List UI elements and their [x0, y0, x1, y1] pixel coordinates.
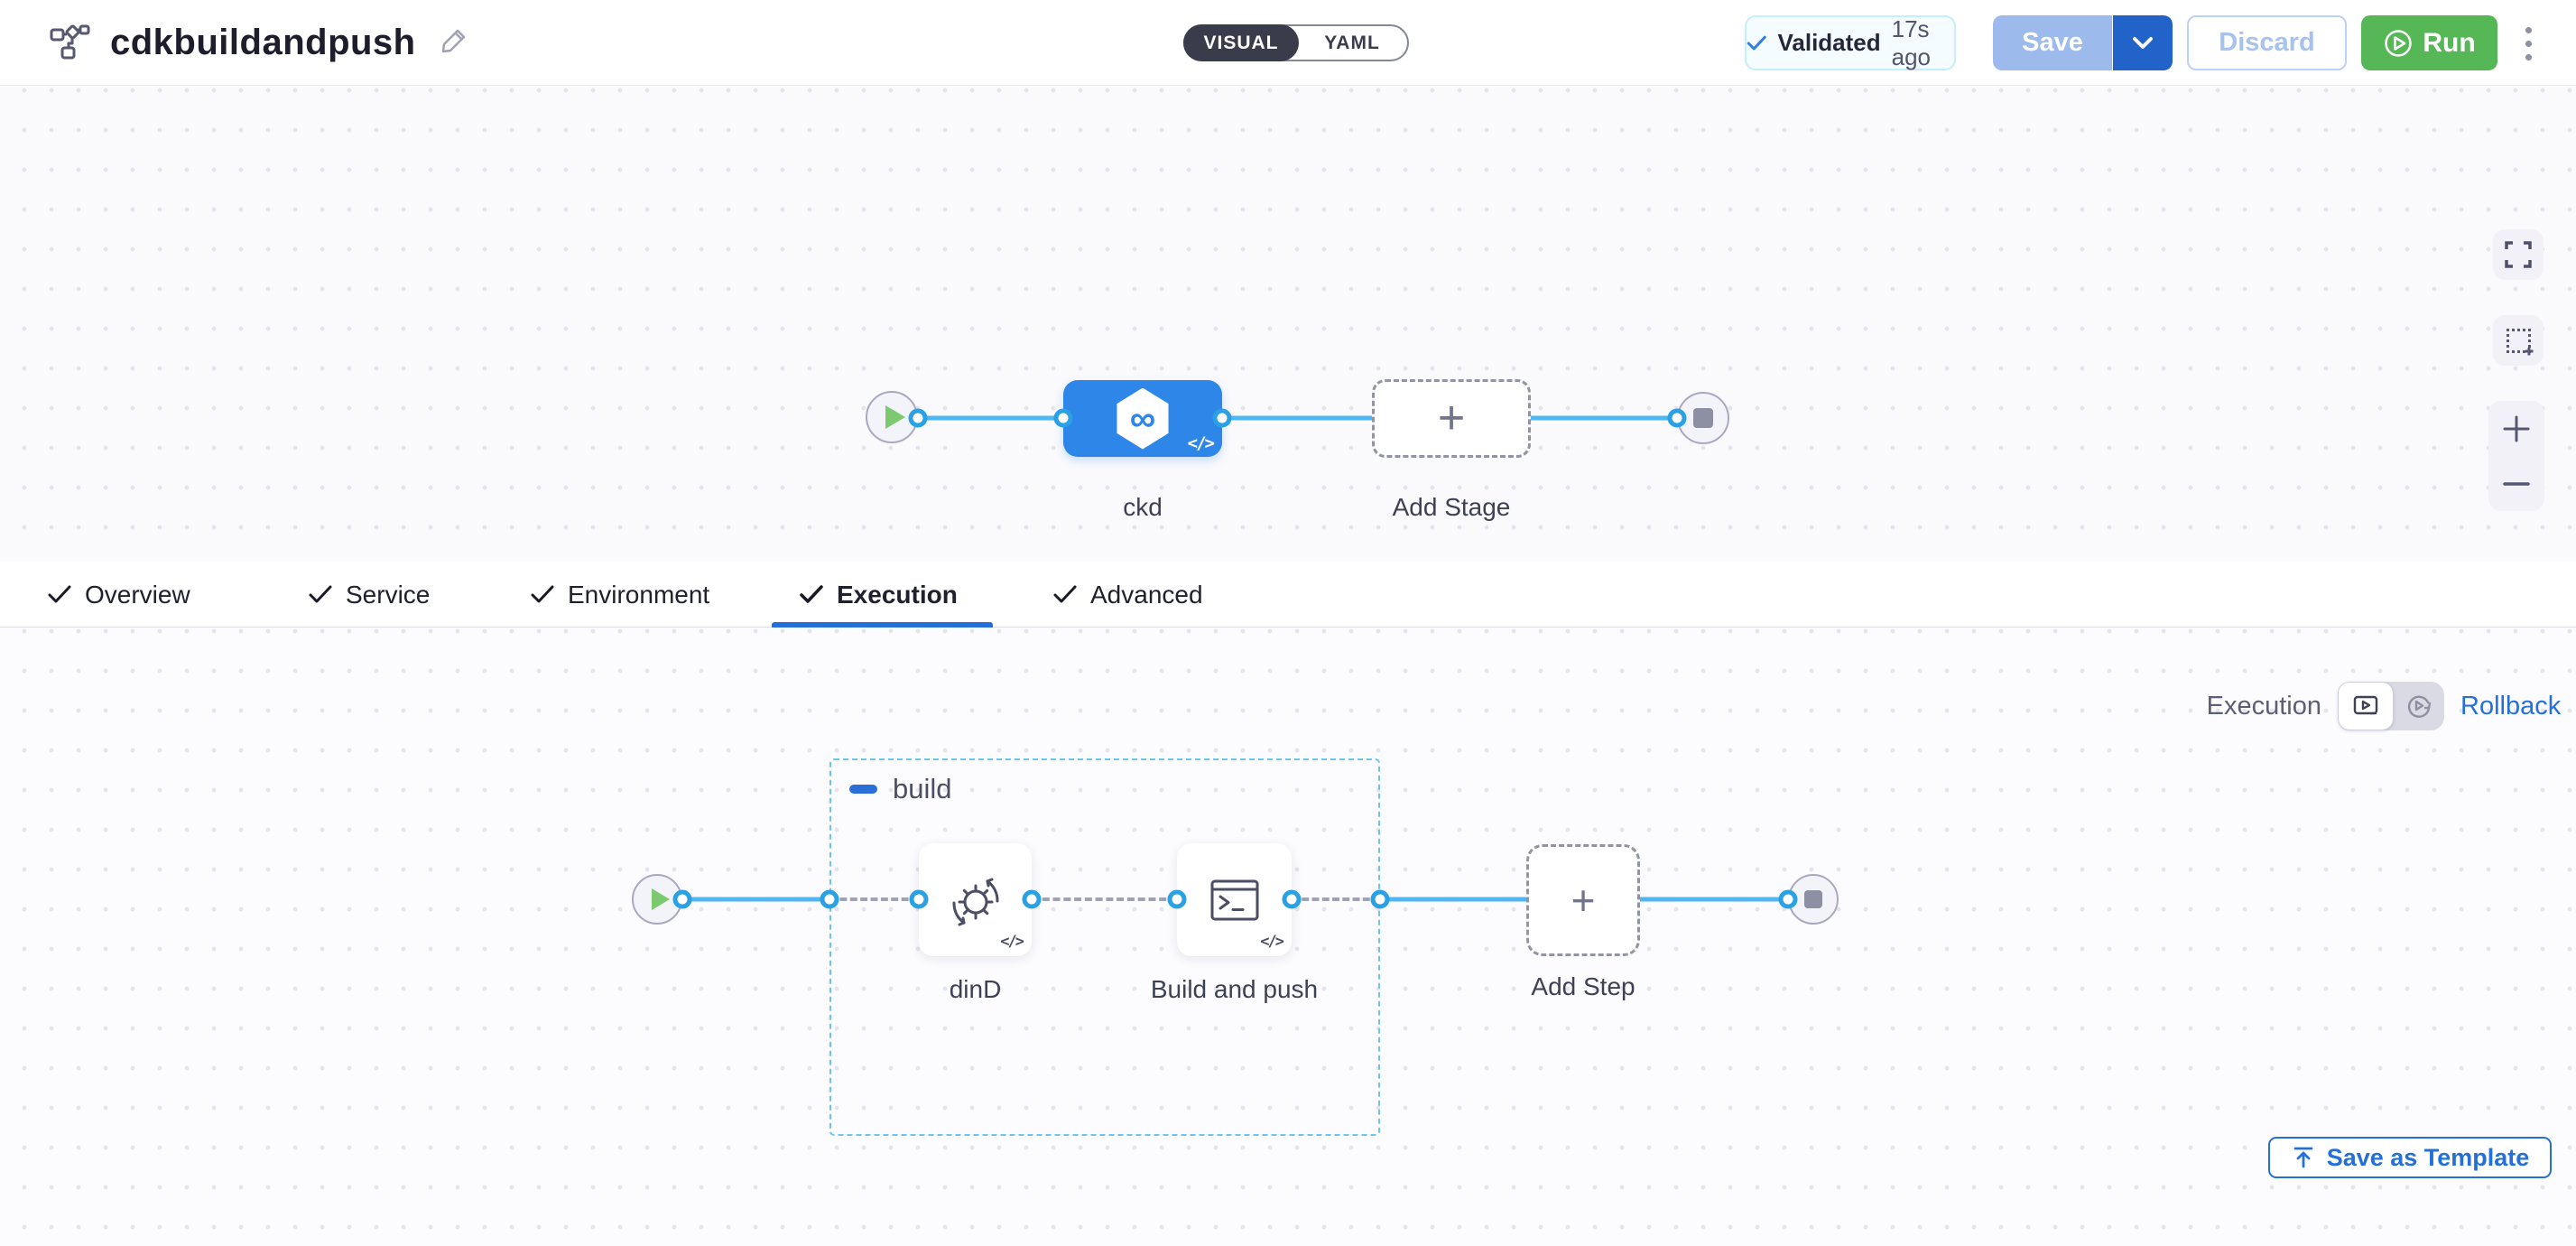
wire [682, 897, 829, 902]
start-out-port[interactable] [672, 889, 692, 909]
execution-steps-icon [2353, 695, 2378, 715]
add-stage-button[interactable]: + [1372, 379, 1531, 458]
stage-label: ckd [1123, 493, 1163, 521]
execution-canvas[interactable]: Execution [0, 628, 2576, 1246]
stop-icon [1804, 890, 1822, 908]
execution-rollback-toggle[interactable] [2338, 682, 2444, 730]
chevron-down-icon [2133, 37, 2153, 49]
pipeline-canvas[interactable]: ∞ </> + ckd Add Stage [0, 87, 2576, 562]
stage-in-port[interactable] [1053, 408, 1073, 428]
edit-title-icon[interactable] [439, 25, 469, 60]
save-dropdown-button[interactable] [2113, 15, 2173, 70]
zoom-out-icon [2503, 481, 2530, 486]
save-button[interactable]: Save [1993, 15, 2112, 70]
code-icon: </> [1260, 933, 1284, 951]
wire [1222, 415, 1372, 421]
stop-icon [1693, 408, 1713, 428]
rollback-mode-segment[interactable] [2394, 682, 2444, 730]
run-button[interactable]: Run [2361, 15, 2497, 70]
add-step-button[interactable]: + [1526, 844, 1640, 956]
docker-in-docker-icon [941, 865, 1011, 935]
step-group-build[interactable]: build [829, 758, 1380, 1136]
tab-advanced[interactable]: Advanced [1053, 562, 1203, 628]
plus-icon: + [1437, 391, 1466, 444]
end-in-port[interactable] [1667, 408, 1687, 428]
validated-label: Validated [1777, 29, 1881, 56]
add-stage-label: Add Stage [1392, 493, 1511, 521]
ci-stage-icon: ∞ [1117, 387, 1169, 450]
check-icon [1747, 35, 1766, 50]
step-node-build-and-push[interactable]: </> [1177, 843, 1292, 956]
terminal-icon [1210, 879, 1258, 920]
header: cdkbuildandpush VISUAL YAML Validated 17… [0, 0, 2576, 86]
group-name: build [893, 773, 952, 804]
step-in-port[interactable] [1167, 889, 1187, 909]
fullscreen-icon [2505, 241, 2532, 268]
step-label: Build and push [1150, 975, 1319, 1003]
wire-dashed [829, 897, 919, 901]
step-out-port[interactable] [1022, 889, 1042, 909]
pipeline-icon [49, 23, 90, 68]
stage-node-ckd[interactable]: ∞ </> [1063, 380, 1222, 457]
execution-end-node [1788, 874, 1839, 925]
save-as-template-button[interactable]: Save as Template [2268, 1137, 2552, 1178]
tab-check-icon [1053, 585, 1077, 603]
step-in-port[interactable] [909, 889, 929, 909]
stage-out-port[interactable] [1212, 408, 1232, 428]
wire [1531, 415, 1677, 421]
tab-service[interactable]: Service [309, 562, 430, 628]
wire [1380, 897, 1526, 902]
start-play-icon [651, 888, 670, 910]
tab-check-icon [309, 585, 332, 603]
tab-check-icon [48, 585, 71, 603]
code-icon: </> [1187, 433, 1215, 453]
more-options-button[interactable] [2515, 20, 2542, 67]
collapse-group-icon[interactable] [849, 785, 877, 794]
execution-mode-label: Execution [2206, 691, 2321, 721]
run-play-icon [2385, 29, 2413, 57]
wire [1640, 897, 1788, 902]
validated-badge[interactable]: Validated 17s ago [1745, 15, 1956, 70]
upload-template-icon [2293, 1147, 2313, 1168]
stage-tabbar: Overview Service Environment Execution A… [0, 562, 2576, 1178]
toggle-yaml[interactable]: YAML [1324, 32, 1380, 53]
wire [918, 415, 1063, 421]
toggle-visual[interactable]: VISUAL [1183, 24, 1299, 61]
tab-check-icon [531, 585, 554, 603]
active-tab-underline [772, 622, 993, 628]
group-in-port[interactable] [820, 889, 839, 909]
rollback-link[interactable]: Rollback [2460, 691, 2562, 721]
execution-start-node [632, 874, 682, 925]
validated-time: 17s ago [1891, 14, 1932, 70]
zoom-in-button[interactable] [2488, 401, 2544, 456]
code-icon: </> [1000, 933, 1024, 951]
start-play-icon [885, 405, 905, 429]
visual-yaml-toggle: VISUAL YAML [1183, 24, 1409, 61]
plus-icon: + [1571, 876, 1596, 924]
zoom-controls [2488, 401, 2544, 511]
step-node-dind[interactable]: </> [919, 843, 1032, 956]
run-label: Run [2423, 27, 2476, 58]
wire-dashed [1292, 897, 1380, 901]
start-out-port[interactable] [908, 408, 928, 428]
add-step-label: Add Step [1531, 972, 1635, 1000]
end-in-port[interactable] [1778, 889, 1798, 909]
discard-button[interactable]: Discard [2187, 15, 2347, 70]
rollback-icon [2407, 695, 2432, 718]
tab-overview[interactable]: Overview [48, 562, 190, 628]
marquee-select-button[interactable] [2493, 315, 2544, 366]
marquee-select-icon [2506, 328, 2531, 353]
page-title: cdkbuildandpush [110, 23, 416, 62]
tab-check-icon [800, 585, 823, 603]
group-out-port[interactable] [1370, 889, 1390, 909]
step-label: dinD [949, 975, 1002, 1003]
zoom-in-icon [2503, 415, 2530, 442]
wire-dashed [1032, 897, 1177, 901]
tab-execution[interactable]: Execution [800, 562, 958, 628]
step-out-port[interactable] [1282, 889, 1302, 909]
fullscreen-button[interactable] [2493, 229, 2544, 280]
zoom-out-button[interactable] [2488, 456, 2544, 511]
tab-environment[interactable]: Environment [531, 562, 709, 628]
execution-mode-segment[interactable] [2338, 682, 2394, 730]
